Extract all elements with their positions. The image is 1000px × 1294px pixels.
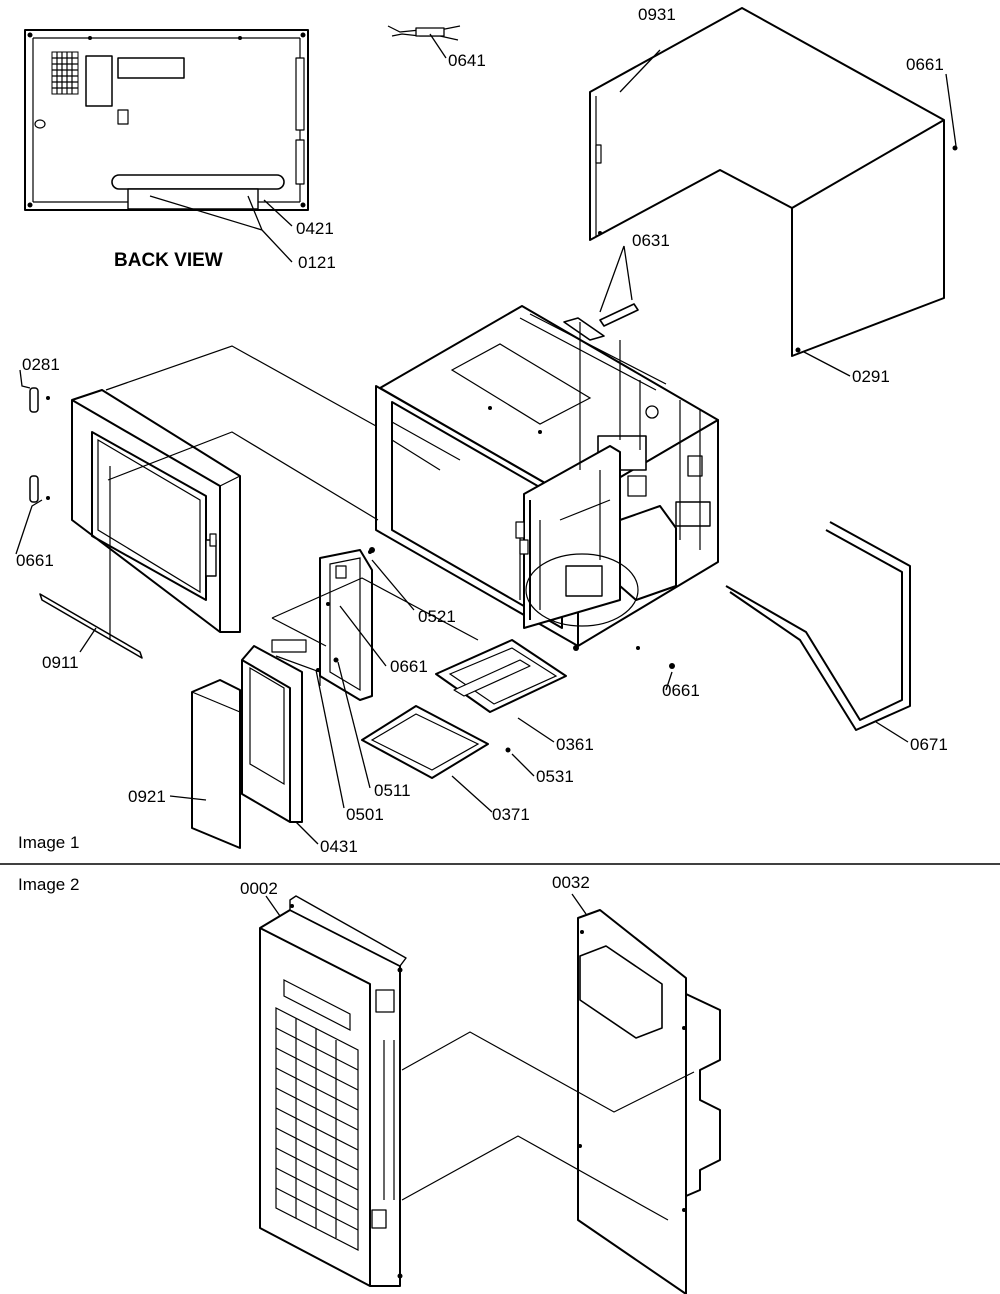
label-0501: 0501 xyxy=(346,805,384,824)
label-0371: 0371 xyxy=(492,805,530,824)
back-view-label: BACK VIEW xyxy=(114,250,223,271)
label-0661-top: 0661 xyxy=(906,55,944,74)
control-panel-0431 xyxy=(241,639,321,823)
part-0631-drawing xyxy=(563,303,639,341)
control-board-0032 xyxy=(577,909,721,1294)
tray-0361 xyxy=(435,639,567,713)
label-0671: 0671 xyxy=(910,735,948,754)
label-0361: 0361 xyxy=(556,735,594,754)
label-0931: 0931 xyxy=(638,5,676,24)
rod-0671 xyxy=(725,521,911,731)
main-chassis xyxy=(369,305,719,651)
label-0911: 0911 xyxy=(42,653,79,672)
screws xyxy=(316,646,675,753)
label-0531: 0531 xyxy=(536,767,574,786)
outer-cabinet-0931 xyxy=(589,7,958,357)
part-0911-drawing xyxy=(39,593,143,659)
label-0421: 0421 xyxy=(296,219,334,238)
door-assembly xyxy=(71,389,241,633)
membrane-0921 xyxy=(191,679,241,849)
control-panel-0002 xyxy=(259,895,407,1287)
image1-label: Image 1 xyxy=(18,833,79,852)
label-0661-left: 0661 xyxy=(16,551,54,570)
label-0921: 0921 xyxy=(128,787,166,806)
part-labels: 0931 0641 0661 0421 0121 BACK VIEW 0631 … xyxy=(16,5,948,898)
label-0032: 0032 xyxy=(552,873,590,892)
label-0511: 0511 xyxy=(374,781,411,800)
leader-lines xyxy=(15,33,957,845)
label-0431: 0431 xyxy=(320,837,358,856)
door-latches xyxy=(29,387,50,503)
leader-lines-2 xyxy=(265,893,587,917)
bracket-0521 xyxy=(319,549,373,701)
label-0002: 0002 xyxy=(240,879,278,898)
label-0641: 0641 xyxy=(448,51,486,70)
label-0281: 0281 xyxy=(22,355,60,374)
construction-lines xyxy=(105,322,621,647)
back-view-panel xyxy=(24,29,309,211)
construction-lines-2 xyxy=(401,1031,695,1221)
label-0631: 0631 xyxy=(632,231,670,250)
label-0291: 0291 xyxy=(852,367,890,386)
tray-0371 xyxy=(361,705,489,779)
image2-label: Image 2 xyxy=(18,875,79,894)
label-0121: 0121 xyxy=(298,253,336,272)
label-0521: 0521 xyxy=(418,607,456,626)
part-0641-drawing xyxy=(387,25,461,41)
label-0661-right: 0661 xyxy=(662,681,700,700)
label-0661-mid: 0661 xyxy=(390,657,428,676)
